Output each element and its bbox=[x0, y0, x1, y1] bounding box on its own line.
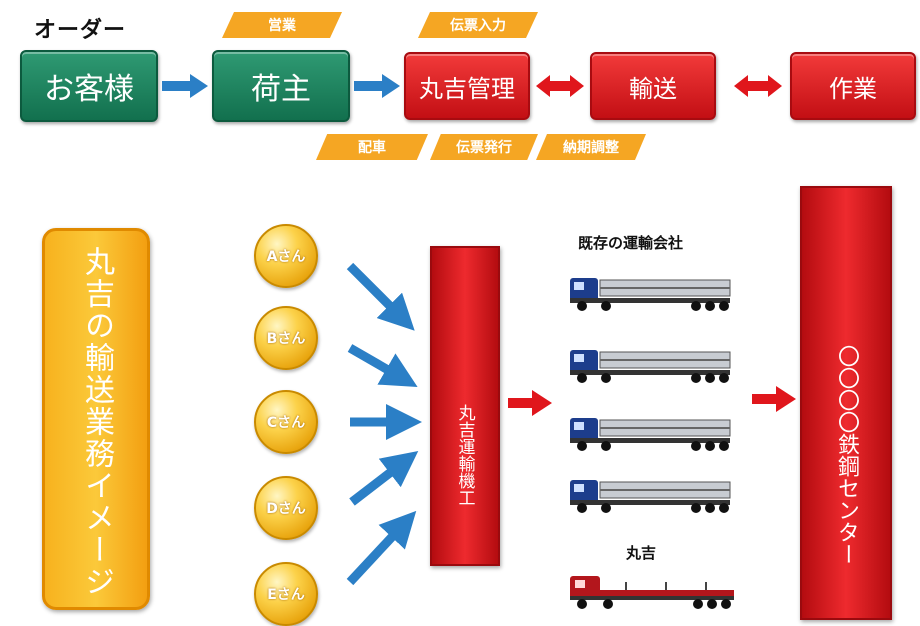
marukichi-unyu-box: 丸吉運輸機工 bbox=[430, 246, 500, 566]
existing-companies-label: 既存の運輸会社 bbox=[578, 234, 684, 252]
arrow-a-icon bbox=[346, 262, 415, 331]
arrow-right-icon bbox=[508, 390, 552, 416]
client-a-badge: Aさん bbox=[254, 224, 318, 288]
marukichi-label: 丸吉 bbox=[626, 544, 657, 562]
tag-deadline-adjust: 納期調整 bbox=[536, 134, 646, 160]
arrow-e-icon bbox=[346, 510, 417, 586]
double-arrow-icon bbox=[536, 75, 584, 97]
tag-dispatch: 配車 bbox=[316, 134, 428, 160]
truck-icon bbox=[570, 278, 731, 311]
shipper-box: 荷主 bbox=[212, 50, 350, 122]
customer-box: お客様 bbox=[20, 50, 158, 122]
truck-icon bbox=[570, 418, 731, 451]
order-title: オーダー bbox=[34, 18, 127, 43]
client-c-badge: Cさん bbox=[254, 390, 318, 454]
truck-icon bbox=[570, 576, 734, 609]
transport-image-panel: 丸吉の輸送業務イメージ bbox=[42, 228, 150, 610]
truck-icon bbox=[570, 480, 731, 513]
client-e-badge: Eさん bbox=[254, 562, 318, 626]
double-arrow-icon bbox=[734, 75, 782, 97]
client-d-badge: Dさん bbox=[254, 476, 318, 540]
arrow-b-icon bbox=[347, 344, 418, 387]
truck-icon bbox=[570, 350, 731, 383]
steel-center-box: 〇〇〇〇鉄鋼センター bbox=[800, 186, 892, 620]
transport-box: 輸送 bbox=[590, 52, 716, 120]
arrow-d-icon bbox=[349, 451, 419, 506]
tag-slip-input: 伝票入力 bbox=[418, 12, 538, 38]
tag-slip-issue: 伝票発行 bbox=[430, 134, 538, 160]
work-box: 作業 bbox=[790, 52, 916, 120]
arrow-right-icon bbox=[162, 74, 208, 98]
tag-sales: 営業 bbox=[222, 12, 342, 38]
marukichi-management-box: 丸吉管理 bbox=[404, 52, 530, 120]
arrow-right-icon bbox=[354, 74, 400, 98]
arrow-right-icon bbox=[752, 386, 796, 412]
client-b-badge: Bさん bbox=[254, 306, 318, 370]
